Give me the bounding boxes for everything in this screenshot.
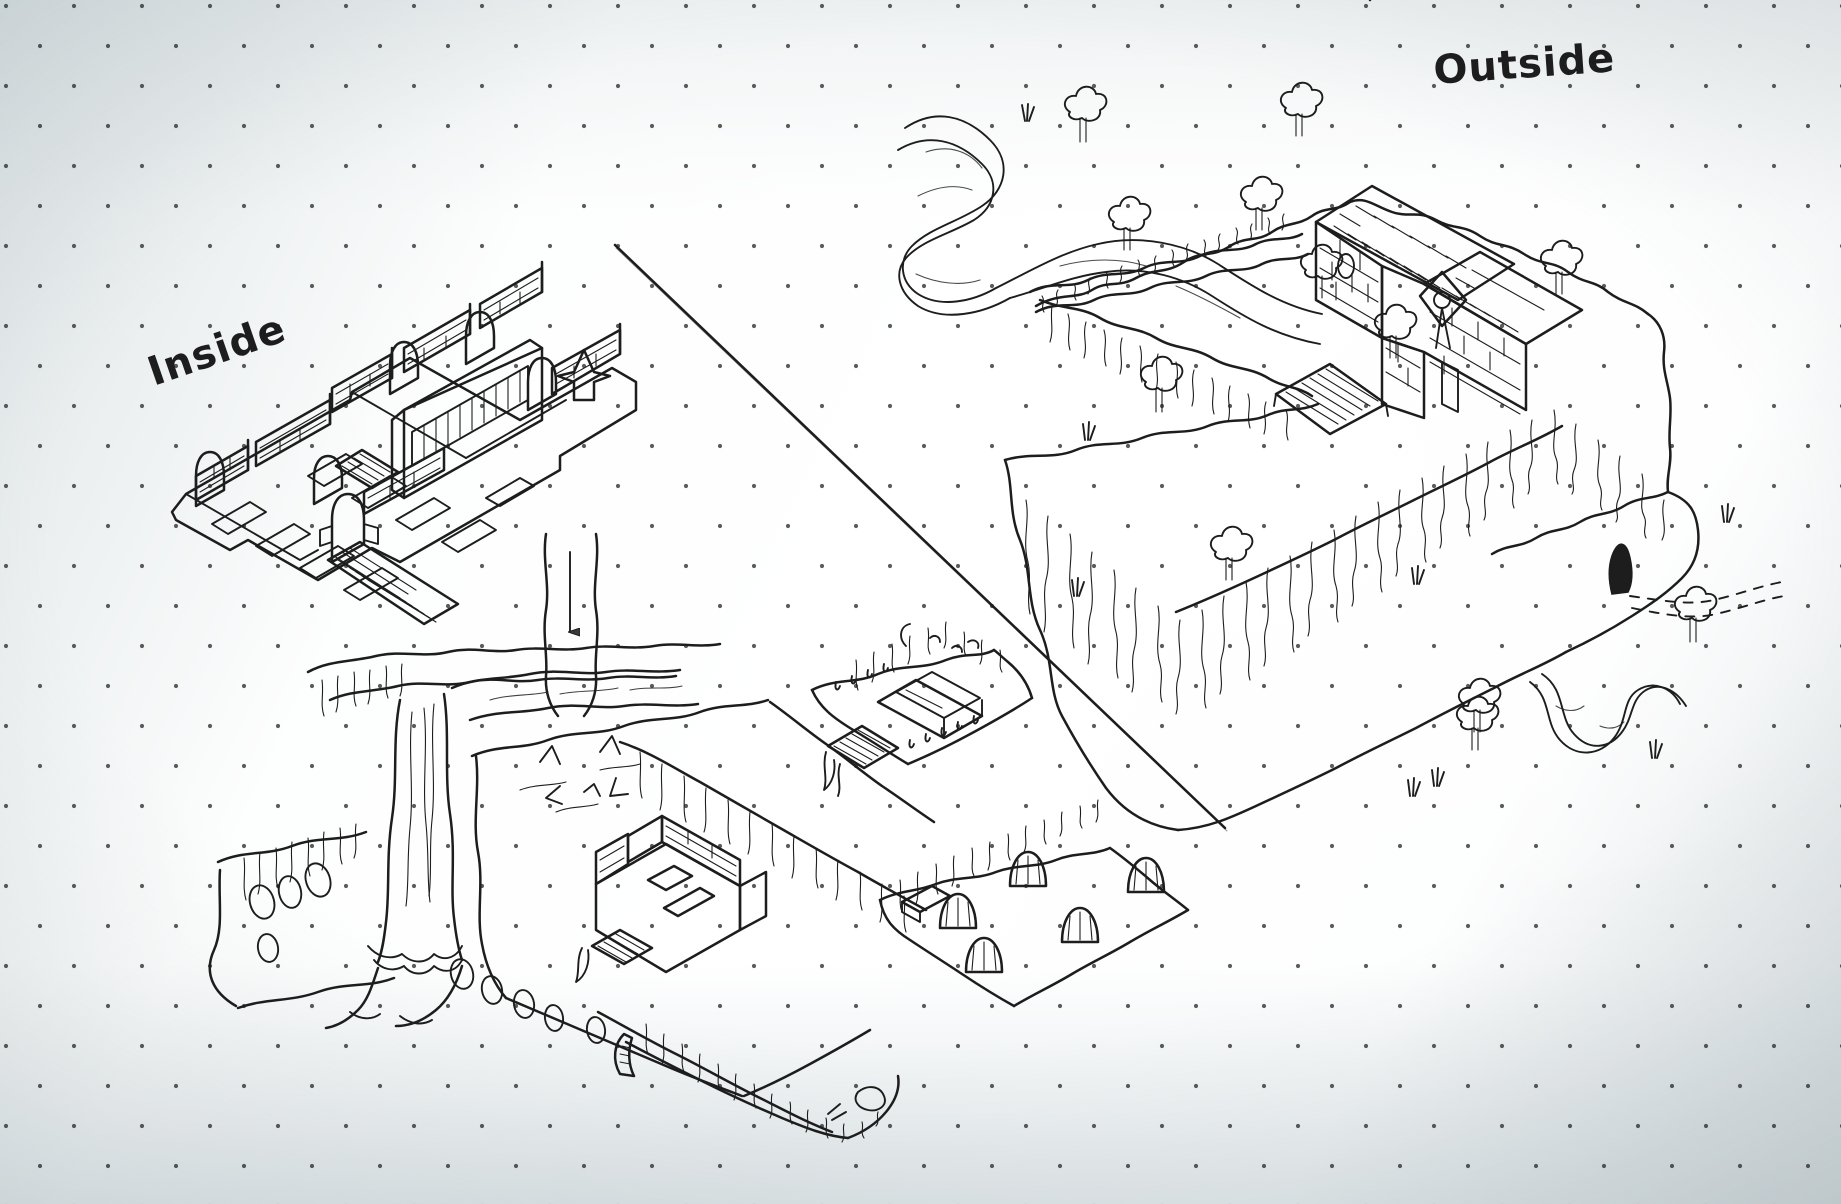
plateau-block [1034,198,1672,556]
cliff-hatching [1025,409,1665,715]
mushroom-cavern-hatching [899,799,1099,913]
gorge [1003,298,1320,462]
tree [1239,175,1284,231]
mushroom [1126,856,1166,894]
stream-lower [1529,673,1687,754]
bank-grass [243,823,357,901]
mushroom [1060,906,1100,944]
cavern-floor [470,698,936,1098]
ruined-stone-rooms [575,814,768,983]
stone-courses-front [1385,307,1521,415]
mushroom [938,892,978,930]
plank-bridge [1273,362,1389,436]
cross-monument [556,348,612,402]
tree [1299,243,1344,299]
chasm-hatching [639,751,907,933]
altar-stairs [823,724,900,797]
stone-courses-gable [1319,239,1379,323]
tomb-marker [319,492,379,564]
window-bars [423,369,521,459]
gorge-hatching [1049,305,1289,441]
divider-line [613,243,1228,832]
cave-mouth [1608,543,1633,595]
stream-upper [897,115,1323,345]
mushroom-cavern [878,0,1372,1008]
entry-ramp [326,540,460,626]
altar-platform [810,621,1034,766]
descent-shaft [543,532,599,718]
bridge-planks [1285,368,1379,425]
tree [1673,585,1718,643]
tree [1455,695,1500,751]
tunnel-hatching [645,1023,879,1143]
rubble-glyphs [539,735,629,805]
tree [1279,81,1324,137]
water-streaks [405,703,435,907]
cavern-upper-ledge [306,642,722,717]
tree [1209,525,1254,581]
crypt-building [390,338,544,500]
mushroom [964,936,1004,974]
trees [1063,81,1718,751]
mushroom [1008,850,1048,888]
scene-outside [897,81,1785,832]
ledge-hatching [321,663,403,717]
roof-hatching-wing [1441,269,1545,333]
wall-carvings [900,623,980,653]
tree [1063,85,1108,143]
underground-river [324,668,700,1030]
scene-inside [170,0,1372,1143]
roof-hatching-main [1333,205,1467,289]
hedgerow [1028,213,1310,314]
tree [1373,303,1418,359]
stone-boundary-wall [194,260,622,508]
dashed-trail [1629,581,1785,618]
lower-tunnel [596,1010,900,1143]
chasm-wall [618,740,928,933]
waterfall [367,692,464,975]
farmhouse [1314,184,1584,420]
tree [1139,355,1184,413]
grass-tufts [1021,103,1735,797]
tree [1107,195,1152,251]
ramp-hatching [333,547,437,623]
stair-ramp-upper [312,446,446,516]
left-bank [208,823,396,1010]
hedge-texture [1041,213,1285,313]
floor-glyphs [834,663,979,749]
tree [1539,239,1584,295]
altar-backwall-hatching [855,621,1003,691]
cliff-face [1003,409,1700,832]
